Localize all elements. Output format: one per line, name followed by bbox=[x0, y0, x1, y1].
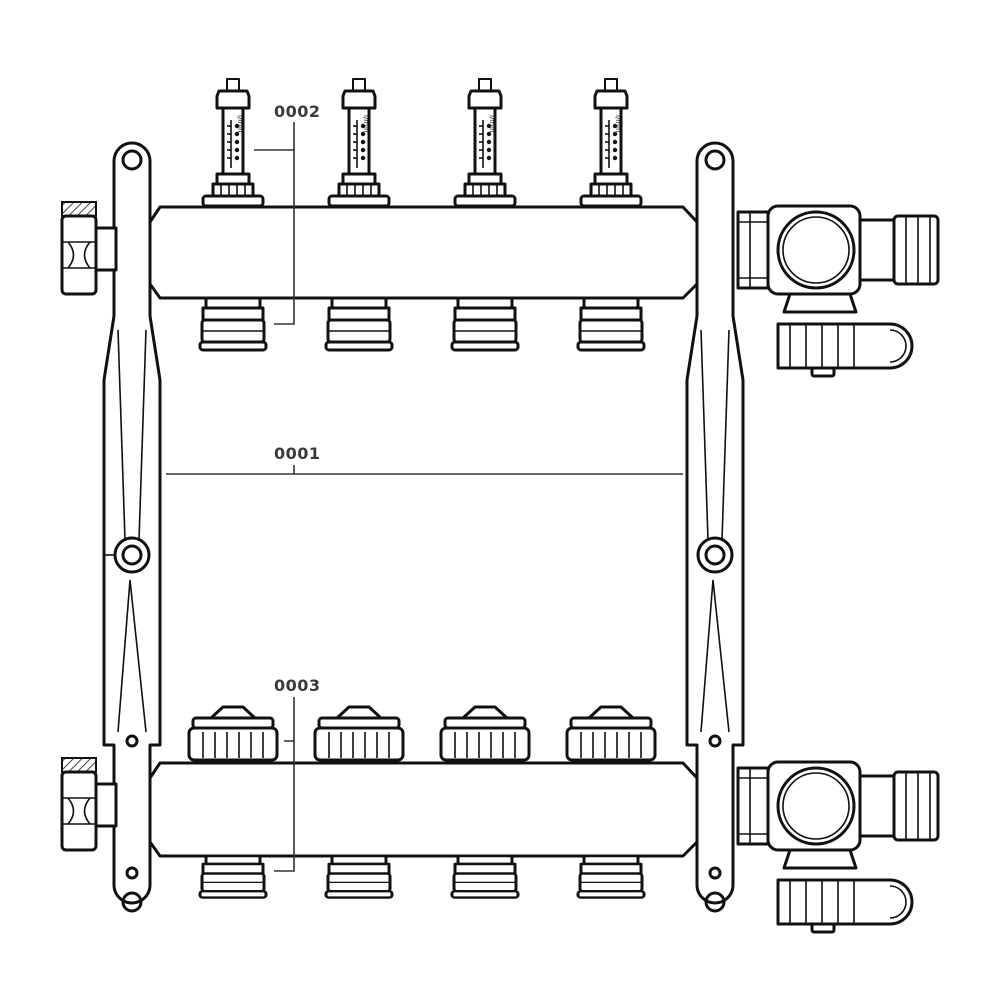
outlet-connector bbox=[324, 296, 394, 352]
callout-label: 0001 bbox=[274, 444, 321, 463]
callout-0003: 0003 bbox=[274, 676, 321, 872]
supply-manifold-bar bbox=[148, 205, 699, 300]
callout-0001: 0001 bbox=[166, 444, 683, 475]
return-outlet-group bbox=[198, 854, 646, 900]
left-bracket bbox=[102, 141, 162, 913]
flowmeter-unit-label: l/min bbox=[236, 115, 244, 133]
return-manifold-bar bbox=[148, 761, 699, 858]
ball-valve-top bbox=[736, 204, 940, 378]
flowmeter bbox=[327, 77, 391, 208]
left-end-fitting-top bbox=[60, 200, 118, 296]
outlet-connector bbox=[450, 854, 520, 900]
flowmeter bbox=[201, 77, 265, 208]
valve-cap bbox=[565, 705, 657, 762]
ball-valve-bottom bbox=[736, 760, 940, 934]
left-end-fitting-bottom bbox=[60, 756, 118, 852]
flowmeter-unit-label: l/min bbox=[362, 115, 370, 133]
outlet-connector bbox=[450, 296, 520, 352]
callout-label: 0002 bbox=[274, 102, 321, 121]
outlet-connector bbox=[324, 854, 394, 900]
flowmeter-unit-label: l/min bbox=[614, 115, 622, 133]
callout-label: 0003 bbox=[274, 676, 321, 695]
outlet-connector bbox=[198, 854, 268, 900]
outlet-connector bbox=[576, 296, 646, 352]
flowmeter bbox=[453, 77, 517, 208]
flowmeter-group: l/min l/min l/min l/min bbox=[201, 77, 643, 208]
flowmeter bbox=[579, 77, 643, 208]
callout-0002: 0002 bbox=[254, 102, 321, 325]
valve-cap bbox=[439, 705, 531, 762]
valve-cap bbox=[187, 705, 279, 762]
valve-cap-group bbox=[187, 705, 657, 762]
outlet-connector bbox=[198, 296, 268, 352]
outlet-connector bbox=[576, 854, 646, 900]
valve-cap bbox=[313, 705, 405, 762]
supply-outlet-group bbox=[198, 296, 646, 352]
right-bracket bbox=[685, 141, 745, 913]
flowmeter-unit-label: l/min bbox=[488, 115, 496, 133]
